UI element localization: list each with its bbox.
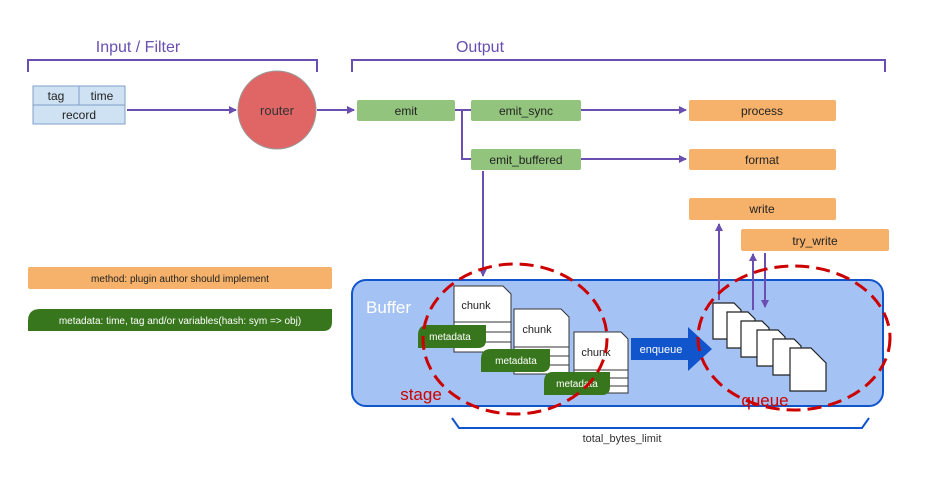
event-record: tag time record <box>32 85 126 125</box>
line-emit-to-emit-buffered <box>461 110 471 160</box>
buffer-title: Buffer <box>366 298 411 317</box>
input-filter-bracket <box>27 59 318 72</box>
emit-sync-label: emit_sync <box>499 104 553 118</box>
queue-chunks <box>712 302 827 392</box>
queue-label: queue <box>741 391 788 410</box>
output-heading: Output <box>456 39 505 56</box>
emit-label: emit <box>395 104 418 118</box>
metadata-tag-3 <box>544 372 610 395</box>
legend-method-box <box>28 267 332 289</box>
emit-sync-box <box>471 100 581 121</box>
chunk-2-label: chunk <box>522 324 552 336</box>
emit-buffered-box <box>471 149 581 170</box>
emit-box <box>357 100 455 121</box>
metadata-tag-1 <box>418 325 486 348</box>
metadata-tag-2 <box>481 349 550 372</box>
input-filter-heading: Input / Filter <box>96 39 181 56</box>
stage-label: stage <box>400 385 442 404</box>
router-label: router <box>260 103 295 118</box>
process-box <box>689 100 836 121</box>
event-record-label: record <box>62 108 96 122</box>
write-box <box>689 198 836 220</box>
total-bytes-limit-label: total_bytes_limit <box>583 433 662 445</box>
legend-method-label: method: plugin author should implement <box>91 274 269 285</box>
metadata-tag-2-label: metadata <box>495 356 537 367</box>
legend-metadata-label: metadata: time, tag and/or variables(has… <box>59 316 301 327</box>
process-label: process <box>741 104 783 118</box>
format-label: format <box>745 153 780 167</box>
enqueue-label: enqueue <box>640 344 683 356</box>
metadata-tag-1-label: metadata <box>429 332 471 343</box>
legend-metadata-box <box>28 309 332 331</box>
write-label: write <box>748 202 775 216</box>
queue-ellipse <box>696 264 892 412</box>
event-tag: tag <box>48 89 65 103</box>
router-node <box>237 70 317 150</box>
chunk-1-label: chunk <box>461 300 491 312</box>
try-write-label: try_write <box>792 234 838 248</box>
event-time: time <box>91 89 114 103</box>
stage-ellipse <box>421 262 609 416</box>
output-bracket <box>351 59 886 72</box>
total-bytes-limit-brace <box>451 417 870 429</box>
enqueue-arrow <box>631 327 712 371</box>
metadata-tag-3-label: metadata <box>556 379 598 390</box>
chunk-3-label: chunk <box>581 347 611 359</box>
emit-buffered-label: emit_buffered <box>489 153 562 167</box>
try-write-box <box>741 229 889 251</box>
format-box <box>689 149 836 170</box>
